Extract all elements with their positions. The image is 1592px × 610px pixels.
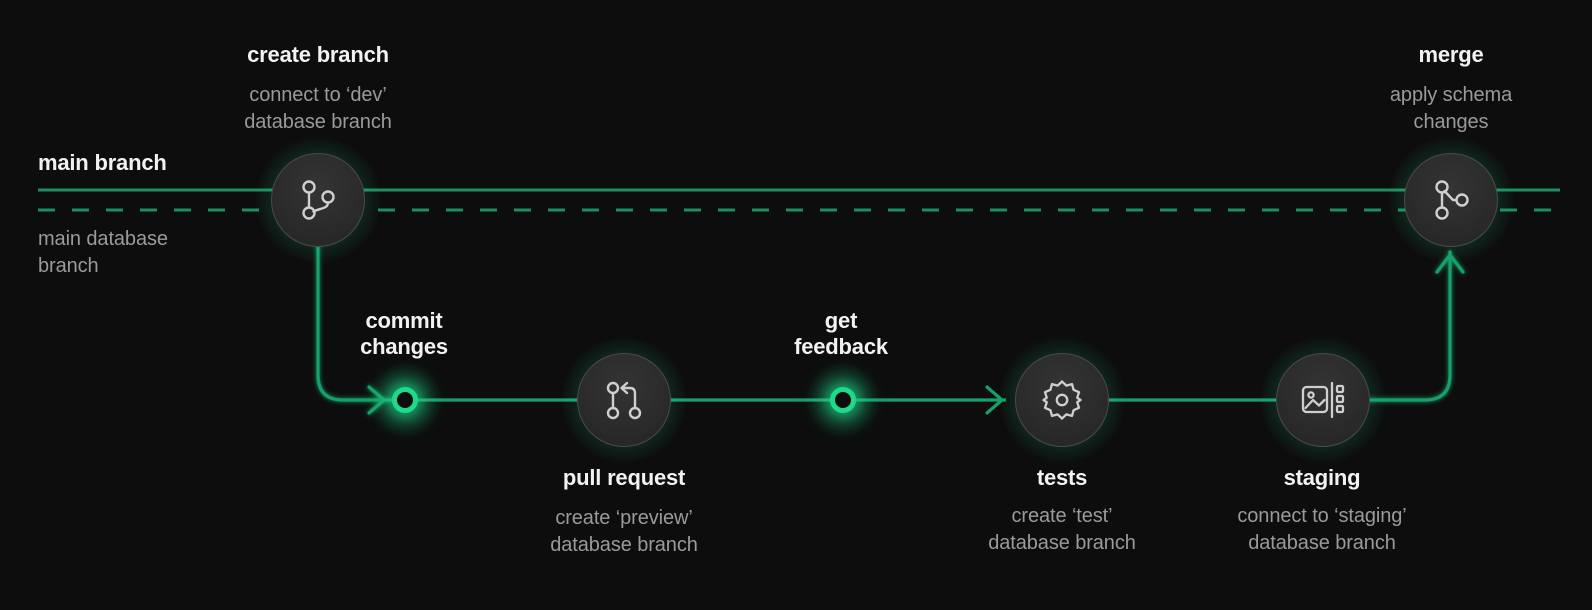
commit-changes-title-line2: changes xyxy=(360,334,448,359)
pull-request-node[interactable] xyxy=(577,353,671,447)
create-branch-subtitle: connect to ‘dev’ database branch xyxy=(244,82,392,136)
staging-to-merge-connector xyxy=(1366,250,1465,402)
merge-title: merge xyxy=(1418,42,1484,67)
create-branch-title: create branch xyxy=(247,42,389,67)
get-feedback-node[interactable] xyxy=(830,387,856,413)
get-feedback-title-line2: feedback xyxy=(794,334,888,359)
staging-subtitle: connect to ‘staging’ database branch xyxy=(1237,503,1406,557)
merge-subtitle: apply schema changes xyxy=(1390,82,1512,136)
gear-icon xyxy=(1042,380,1082,420)
merge-subtitle-line2: changes xyxy=(1413,111,1489,133)
create-branch-subtitle-line1: connect to ‘dev’ xyxy=(249,84,387,106)
tests-subtitle-line1: create ‘test’ xyxy=(1011,505,1113,527)
main-database-label-line2: branch xyxy=(38,255,99,277)
commit-changes-title: commit changes xyxy=(360,308,448,360)
create-branch-node[interactable] xyxy=(271,153,365,247)
main-database-label: main database branch xyxy=(38,226,278,280)
pull-request-subtitle-line2: database branch xyxy=(550,534,698,556)
main-database-label-line1: main database xyxy=(38,228,168,250)
create-branch-subtitle-line2: database branch xyxy=(244,111,392,133)
tests-node[interactable] xyxy=(1015,353,1109,447)
pull-request-subtitle: create ‘preview’ database branch xyxy=(550,505,698,559)
commit-changes-title-line1: commit xyxy=(365,308,443,333)
get-feedback-title-line1: get xyxy=(824,308,858,333)
feedback-to-tests-line xyxy=(855,385,1006,415)
deploy-preview-icon xyxy=(1301,381,1345,419)
main-branch-label: main branch xyxy=(38,150,167,175)
tests-subtitle-line2: database branch xyxy=(988,532,1136,554)
get-feedback-title: get feedback xyxy=(794,308,888,360)
staging-subtitle-line1: connect to ‘staging’ xyxy=(1237,505,1407,527)
pull-request-subtitle-line1: create ‘preview’ xyxy=(555,507,693,529)
git-branch-icon xyxy=(302,180,335,220)
staging-node[interactable] xyxy=(1276,353,1370,447)
git-pull-request-icon xyxy=(606,381,642,420)
merge-node[interactable] xyxy=(1404,153,1498,247)
commit-changes-node[interactable] xyxy=(392,387,418,413)
staging-subtitle-line2: database branch xyxy=(1248,532,1396,554)
merge-subtitle-line1: apply schema xyxy=(1389,84,1513,106)
pull-request-title: pull request xyxy=(562,465,686,490)
tests-subtitle: create ‘test’ database branch xyxy=(988,503,1136,557)
staging-title: staging xyxy=(1283,465,1361,490)
git-merge-icon xyxy=(1435,180,1469,220)
tests-title: tests xyxy=(1036,465,1088,490)
